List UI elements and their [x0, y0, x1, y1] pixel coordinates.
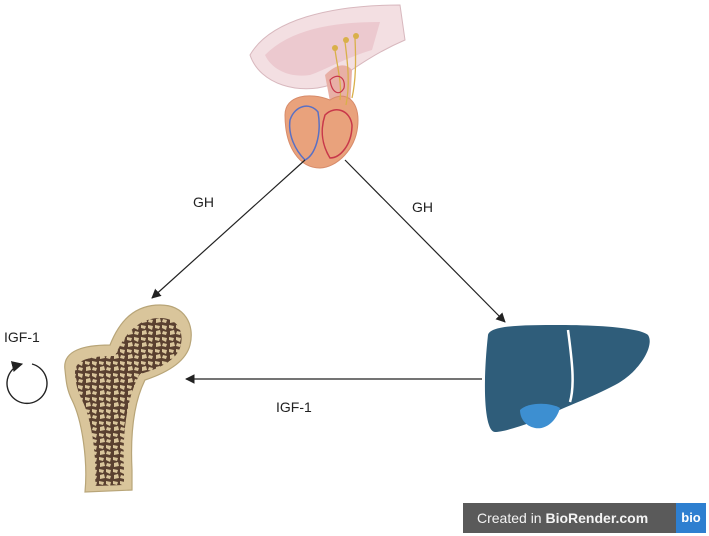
- pituitary-gland-icon: [249, 4, 406, 169]
- gh-label-right: GH: [412, 199, 433, 215]
- igf1-label-autocrine: IGF-1: [4, 329, 40, 345]
- badge-prefix: Created in: [477, 510, 546, 526]
- biorender-badge[interactable]: Created in BioRender.com bio: [463, 503, 706, 533]
- femur-bone-icon: [64, 304, 192, 493]
- badge-text: Created in BioRender.com: [463, 503, 676, 533]
- biorender-logo-icon: bio: [676, 503, 706, 533]
- circular-arrow-icon: [6, 361, 48, 405]
- liver-icon: [484, 325, 650, 432]
- gh-arrow-to-liver: [344, 159, 506, 323]
- gh-arrow-to-bone: [151, 159, 306, 299]
- badge-brand: BioRender.com: [545, 510, 649, 526]
- gh-label-left: GH: [193, 194, 214, 210]
- igf1-label-endocrine: IGF-1: [276, 399, 312, 415]
